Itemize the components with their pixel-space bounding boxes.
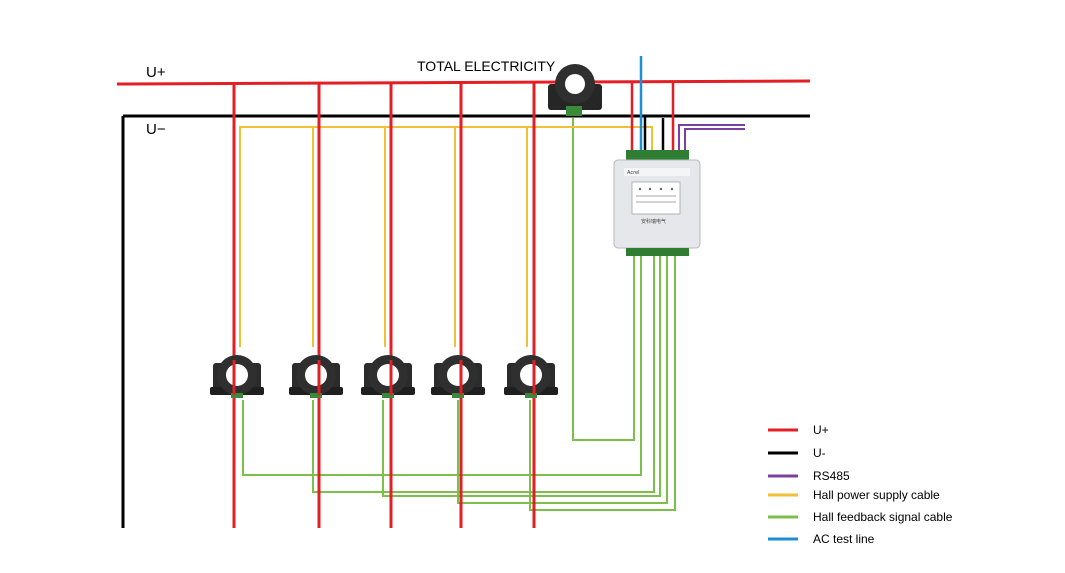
legend-label-u-minus: U- [813, 446, 826, 460]
monitoring-device: Acrel 安科瑞电气 [613, 150, 701, 256]
branch-lines-through-sensors [232, 360, 536, 395]
total-hall-sensor [548, 64, 602, 116]
device-caption: 安科瑞电气 [641, 218, 666, 225]
device-status-leds [638, 187, 674, 191]
bus-positive-label: U+ [146, 64, 166, 81]
branch-hall-sensor-2 [289, 355, 343, 398]
legend-label-u-plus: U+ [813, 423, 829, 437]
diagram-title: TOTAL ELECTRICITY [417, 58, 556, 74]
branch-hall-sensor-3 [361, 355, 415, 398]
bus-positive-line [116, 79, 811, 86]
rs485-lines [678, 124, 745, 150]
branch-hall-sensor-1 [210, 355, 264, 398]
hall-power-supply-cables [239, 126, 653, 347]
legend-label-ac-test: AC test line [813, 532, 875, 546]
legend-label-hall-signal: Hall feedback signal cable [813, 510, 953, 524]
device-label-lines [636, 195, 676, 203]
branch-hall-sensor-4 [431, 355, 485, 398]
legend-label-hall-power: Hall power supply cable [813, 488, 940, 502]
bus-negative-label: U− [146, 121, 166, 138]
hall-feedback-signal-cables [242, 118, 676, 511]
branch-hall-sensor-5 [504, 355, 558, 398]
legend: U+ U- RS485 Hall power supply cable Hall… [768, 423, 953, 546]
device-brand: Acrel [627, 170, 640, 176]
legend-label-rs485: RS485 [813, 469, 850, 483]
branch-positive-lines [232, 82, 536, 528]
